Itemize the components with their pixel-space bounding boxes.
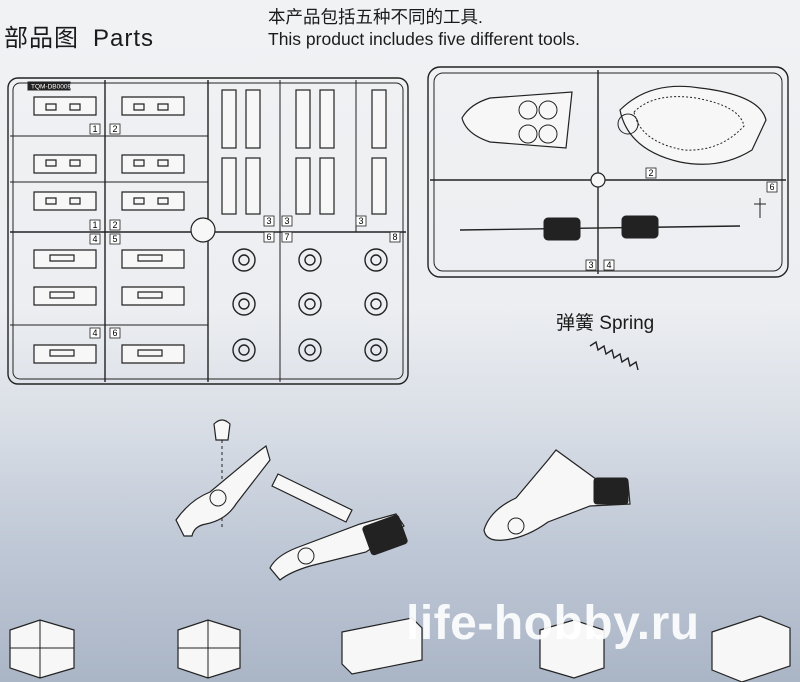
svg-text:3: 3	[359, 216, 364, 226]
coil-parts	[232, 248, 388, 362]
svg-text:2: 2	[113, 124, 118, 134]
svg-text:3: 3	[285, 216, 290, 226]
svg-text:6: 6	[267, 232, 272, 242]
svg-text:2: 2	[649, 168, 654, 178]
svg-text:1: 1	[93, 220, 98, 230]
svg-text:3: 3	[589, 260, 594, 270]
spring-label: 弹簧 Spring	[556, 313, 655, 334]
intro-zh: 本产品包括五种不同的工具.	[268, 7, 483, 27]
svg-text:6: 6	[770, 182, 775, 192]
svg-text:4: 4	[93, 328, 98, 338]
sprue-tag: TQM-DB0009	[31, 84, 71, 91]
svg-text:3: 3	[267, 216, 272, 226]
stands-row	[9, 615, 791, 682]
svg-text:6: 6	[113, 328, 118, 338]
intro-en: This product includes five different too…	[268, 29, 580, 49]
part-number-labels: 1 2 1 2 4 5 4 6 3 3 3 6 7 8	[89, 123, 401, 339]
svg-text:7: 7	[285, 232, 290, 242]
svg-text:8: 8	[393, 232, 398, 242]
svg-text:4: 4	[607, 260, 612, 270]
svg-text:1: 1	[93, 124, 98, 134]
stand-part-left	[33, 96, 97, 364]
intro-text: 本产品包括五种不同的工具. This product includes five…	[268, 6, 580, 50]
svg-text:2: 2	[113, 220, 118, 230]
assembly-exploded-view	[175, 419, 631, 581]
watermark: life-hobby.ru	[406, 597, 700, 650]
stand-part-right	[121, 96, 185, 364]
svg-text:5: 5	[113, 234, 118, 244]
blade-parts	[221, 89, 387, 215]
spring-illustration	[589, 340, 639, 371]
svg-text:4: 4	[93, 234, 98, 244]
sprue-b: 2 6 3 4	[427, 66, 789, 278]
sprue-a: TQM-DB0009	[7, 77, 409, 385]
